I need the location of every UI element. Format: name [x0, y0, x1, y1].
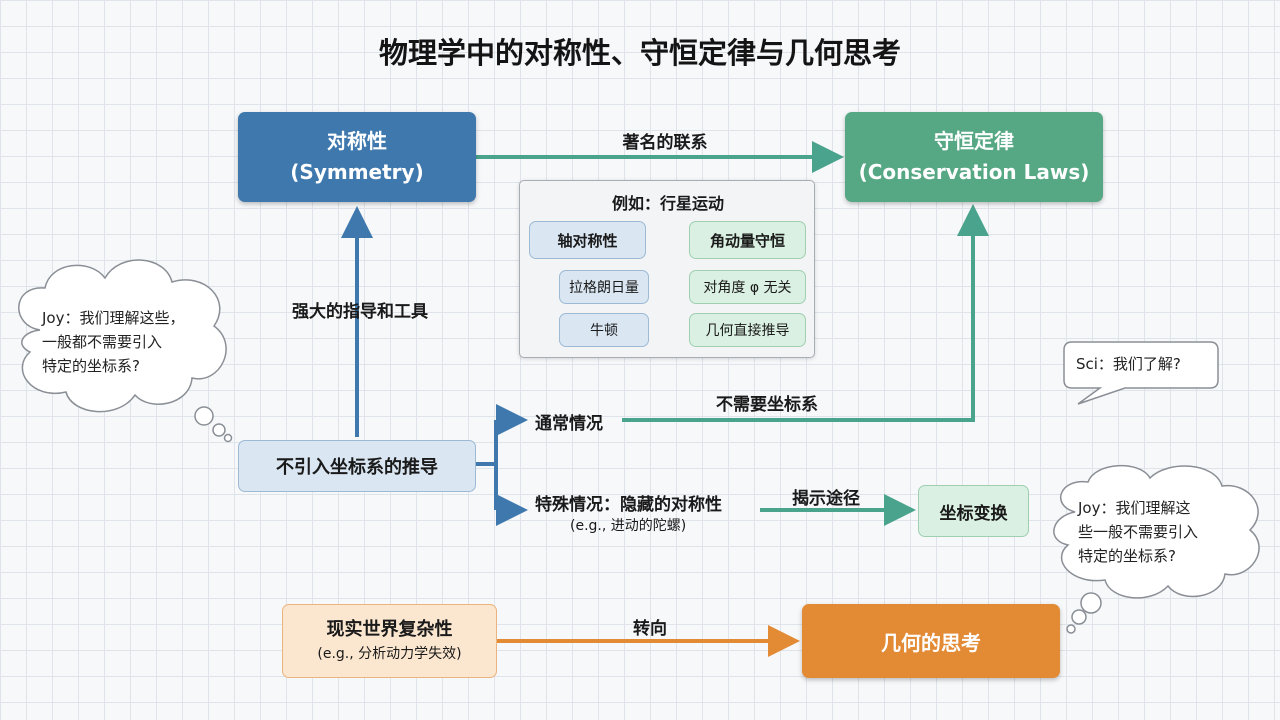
thought-left-line3: 特定的坐标系?: [42, 357, 140, 375]
edge-label-guidance: 强大的指导和工具: [292, 302, 428, 322]
node-coordinate-transform[interactable]: 坐标变换: [918, 485, 1029, 537]
node-symmetry-sublabel: (Symmetry): [290, 160, 424, 184]
thought-cloud-left-text: Joy：我们理解这些， 一般都不需要引入 特定的坐标系?: [42, 306, 222, 378]
thought-right-line3: 特定的坐标系?: [1078, 547, 1176, 565]
node-real-world-complexity[interactable]: 现实世界复杂性 (e.g., 分析动力学失效): [282, 604, 497, 678]
node-symmetry[interactable]: 对称性 (Symmetry): [238, 112, 476, 202]
branch-special-example: (e.g., 进动的陀螺): [570, 518, 687, 534]
example-row3-left: 牛顿: [559, 313, 649, 347]
thought-cloud-right: [1053, 465, 1260, 634]
thought-left-line1: Joy：我们理解这些，: [42, 309, 185, 327]
thought-cloud-left: [18, 259, 233, 443]
speech-bubble-sci-text: Sci：我们了解?: [1076, 355, 1181, 373]
example-row2-left: 拉格朗日量: [559, 270, 649, 304]
node-geometric-thinking[interactable]: 几何的思考: [802, 604, 1060, 678]
node-real-world-sublabel: (e.g., 分析动力学失效): [317, 646, 462, 662]
example-row2-right: 对角度 φ 无关: [689, 270, 806, 304]
branch-usual-label: 通常情况: [535, 414, 603, 434]
edge-label-reveal: 揭示途径: [792, 489, 860, 509]
speech-bubble-sci: [1063, 341, 1219, 405]
example-row3-right: 几何直接推导: [689, 313, 806, 347]
diagram-title: 物理学中的对称性、守恒定律与几何思考: [378, 36, 901, 70]
node-derivation[interactable]: 不引入坐标系的推导: [238, 440, 476, 492]
node-symmetry-label: 对称性: [327, 129, 387, 153]
node-conservation-label: 守恒定律: [934, 129, 1014, 153]
thought-right-line1: Joy：我们理解这: [1078, 499, 1191, 517]
node-conservation-sublabel: (Conservation Laws): [858, 160, 1090, 184]
thought-cloud-right-text: Joy：我们理解这 些一般不需要引入 特定的坐标系?: [1078, 496, 1248, 568]
branch-connector: [476, 418, 516, 512]
example-row1-left: 轴对称性: [529, 221, 646, 259]
node-conservation-laws[interactable]: 守恒定律 (Conservation Laws): [845, 112, 1103, 202]
node-real-world-label: 现实世界复杂性: [326, 619, 453, 640]
thought-right-line2: 些一般不需要引入: [1078, 523, 1199, 541]
edge-label-famous-link: 著名的联系: [622, 133, 708, 153]
thought-left-line2: 一般都不需要引入: [42, 333, 163, 351]
arrow-usual-to-conservation: [622, 204, 989, 422]
edge-label-no-coord: 不需要坐标系: [716, 395, 818, 415]
example-row1-right: 角动量守恒: [689, 221, 806, 259]
example-panel-title: 例如：行星运动: [611, 194, 724, 213]
edge-label-turn: 转向: [633, 619, 667, 639]
branch-special-label: 特殊情况：隐藏的对称性: [535, 495, 722, 515]
